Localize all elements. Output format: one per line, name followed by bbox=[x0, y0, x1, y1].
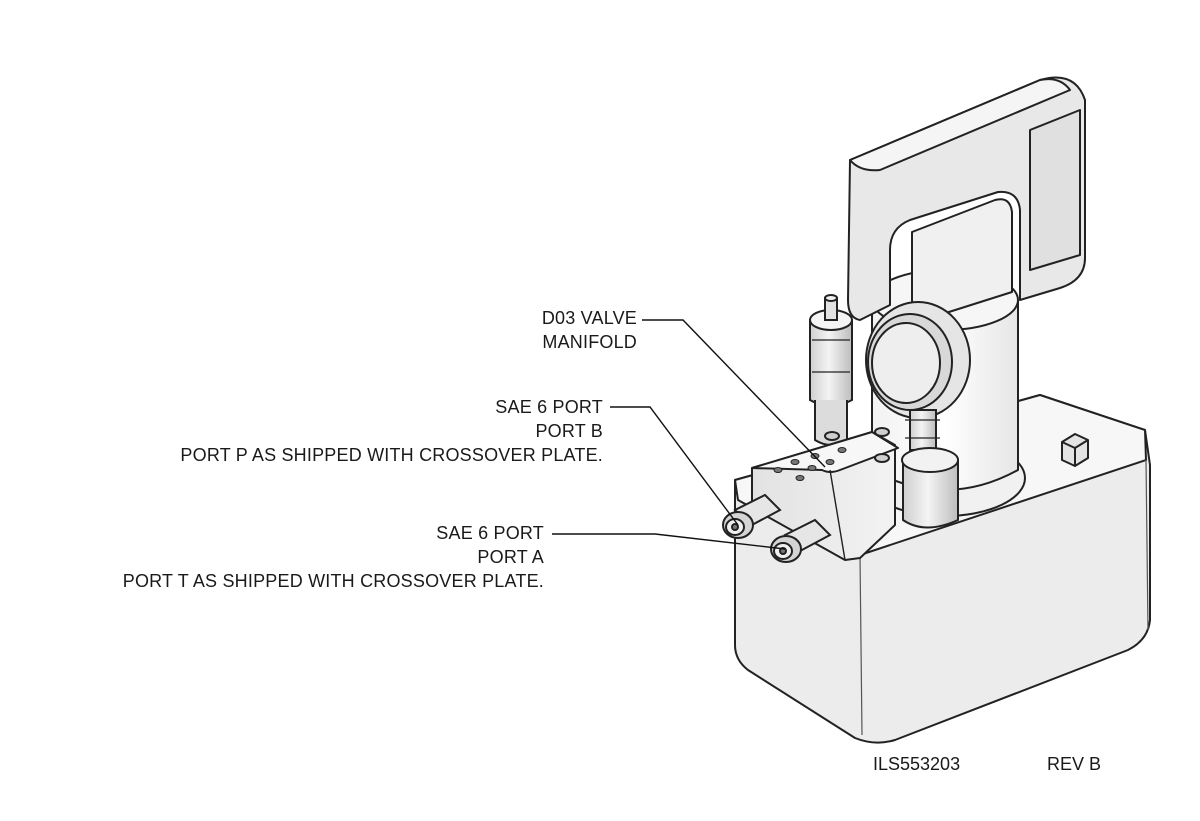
leader-port-a bbox=[552, 533, 786, 550]
callout-valve-manifold-line1: D03 VALVE bbox=[541, 308, 637, 328]
port-a-fitting bbox=[770, 518, 832, 563]
callout-valve-manifold-line2: MANIFOLD bbox=[542, 332, 637, 352]
callout-port-b-line1: SAE 6 PORT bbox=[495, 397, 603, 417]
callout-port-a-line1: SAE 6 PORT bbox=[436, 523, 544, 543]
filter-canister bbox=[901, 447, 959, 529]
carry-handle bbox=[847, 76, 1086, 321]
callout-port-b-line2: PORT B bbox=[535, 421, 603, 441]
leader-valve-manifold bbox=[642, 319, 826, 468]
pressure-gauge bbox=[865, 301, 971, 451]
callout-port-a-line3: PORT T AS SHIPPED WITH CROSSOVER PLATE. bbox=[122, 571, 544, 591]
port-b-fitting bbox=[722, 493, 782, 539]
callout-port-b: SAE 6 PORT PORT B PORT P AS SHIPPED WITH… bbox=[180, 395, 603, 467]
callout-port-b-line3: PORT P AS SHIPPED WITH CROSSOVER PLATE. bbox=[180, 445, 603, 465]
callout-valve-manifold: D03 VALVE MANIFOLD bbox=[542, 306, 637, 354]
relief-valve bbox=[809, 294, 853, 446]
callout-port-a-line2: PORT A bbox=[477, 547, 544, 567]
drawing-number: ILS553203 bbox=[873, 754, 961, 774]
leader-lines bbox=[552, 319, 826, 550]
valve-manifold-block bbox=[751, 427, 899, 561]
revision-label: REV B bbox=[1047, 754, 1102, 774]
leader-port-b bbox=[610, 406, 739, 526]
callout-port-a: SAE 6 PORT PORT A PORT T AS SHIPPED WITH… bbox=[123, 521, 544, 593]
